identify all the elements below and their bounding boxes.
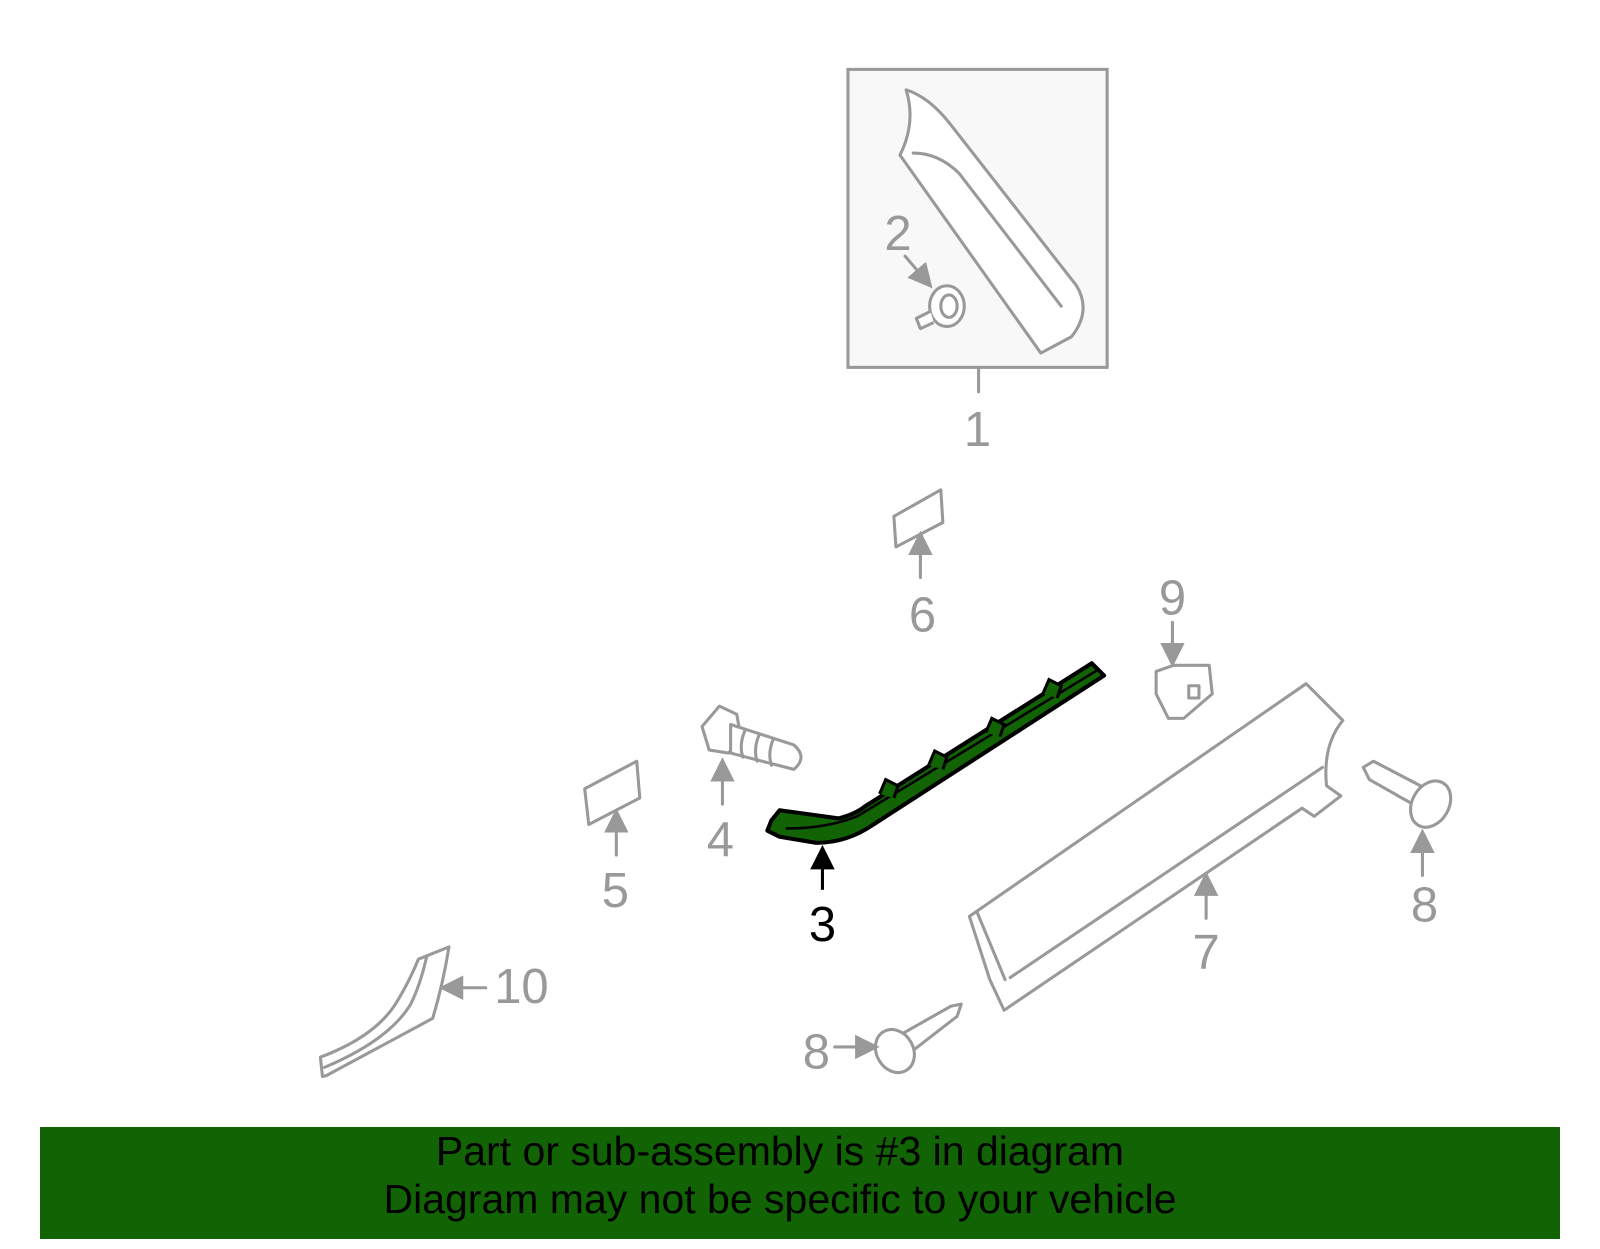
part-8-screw-right[interactable] [1361,759,1458,878]
callout-4[interactable]: 4 [707,813,734,867]
part-7-rocker-molding[interactable] [967,682,1345,1012]
callout-7[interactable]: 7 [1193,925,1220,979]
part-3-highlighted-garnish[interactable] [765,661,1107,890]
part-1-pillar-trim-assembly[interactable] [846,67,1109,394]
callout-1[interactable]: 1 [964,403,991,457]
callout-5[interactable]: 5 [602,864,629,918]
part-9-clip[interactable] [1154,620,1214,720]
callout-2[interactable]: 2 [884,207,911,261]
part-2-clip[interactable] [903,254,966,331]
callout-6[interactable]: 6 [909,589,936,643]
banner-line-1: Part or sub-assembly is #3 in diagram [435,1128,1125,1174]
info-banner: Part or sub-assembly is #3 in diagram Di… [40,1127,1560,1239]
part-5-tape[interactable] [583,759,642,857]
part-8-screw-bottom[interactable] [833,1002,963,1080]
part-4-bolt[interactable] [700,704,803,806]
callout-8[interactable]: 8 [803,1025,830,1079]
part-10-trim[interactable] [318,945,488,1079]
callout-10[interactable]: 10 [494,960,548,1014]
banner-line-2: Diagram may not be specific to your vehi… [383,1176,1177,1222]
part-6-tape[interactable] [892,488,945,580]
callout-9[interactable]: 9 [1159,571,1186,625]
callout-8[interactable]: 8 [1411,878,1438,932]
callout-3[interactable]: 3 [809,898,836,952]
